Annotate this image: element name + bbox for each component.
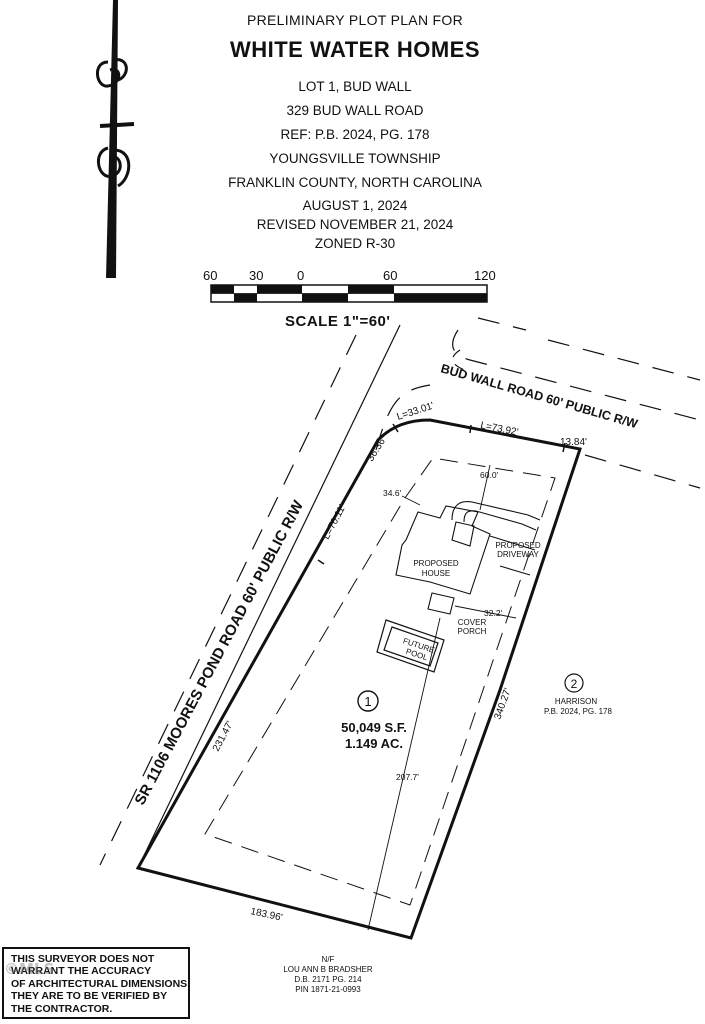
title-revised: REVISED NOVEMBER 21, 2024 (256, 217, 454, 233)
notice-line-2: WARRANT THE ACCURACY (11, 965, 152, 978)
porch-label-line2: PORCH (458, 627, 487, 636)
building-setback-line (204, 457, 556, 906)
title-lot: LOT 1, BUD WALL (298, 79, 412, 94)
title-date: AUGUST 1, 2024 (302, 198, 408, 214)
house-label-line2: HOUSE (422, 569, 450, 578)
lot-1-area-sf: 50,049 S.F. (341, 720, 407, 735)
title-zoned: ZONED R-30 (314, 236, 396, 252)
dim-setback-front: 60.0' (480, 470, 499, 480)
scale-label: SCALE 1"=60' (285, 313, 391, 330)
dim-left-arc: L=70.11' (321, 503, 348, 541)
driveway-label-line2: DRIVEWAY (497, 550, 539, 559)
adjoiner-owner: LOU ANN B BRADSHER (283, 965, 373, 974)
notice-line-5: THE CONTRACTOR. (11, 1002, 113, 1015)
lot-1-area-ac: 1.149 AC. (345, 736, 403, 751)
dim-setback-right: 32.2' (484, 608, 503, 618)
scale-tick-120: 120 (474, 268, 496, 283)
surveyor-notice: THIS SURVEYOR DOES NOT WARRANT THE ACCUR… (2, 947, 190, 1019)
notice-line-4: THEY ARE TO BE VERIFIED BY (11, 990, 168, 1003)
proposed-driveway (451, 501, 541, 576)
title-main: WHITE WATER HOMES (229, 36, 481, 62)
dim-front-right: 13.84' (560, 437, 587, 448)
title-preliminary: PRELIMINARY PLOT PLAN FOR (246, 12, 463, 28)
lot-1-boundary (135, 418, 582, 940)
dim-left-side: 231.47' (211, 719, 236, 753)
scale-tick-60-left: 60 (203, 268, 217, 283)
notice-line-3: OF ARCHITECTURAL DIMENSIONS. (11, 977, 191, 990)
bud-wall-road-lines (375, 317, 701, 489)
driveway-label-line1: PROPOSED (495, 541, 541, 550)
scale-tick-30: 30 (249, 268, 263, 283)
title-address: 329 BUD WALL ROAD (286, 102, 424, 118)
lot-2-owner: HARRISON (555, 697, 597, 706)
dim-arc-2: L=73.92' (479, 420, 519, 438)
lot-2-ref: P.B. 2024, PG. 178 (544, 707, 612, 716)
title-ref: REF: P.B. 2024, PG. 178 (280, 126, 430, 142)
title-township: YOUNGSVILLE TOWNSHIP (269, 150, 441, 166)
scale-bar (210, 284, 488, 303)
lot-2-circle (564, 673, 584, 693)
scale-tick-0: 0 (297, 268, 304, 283)
porch-label-line1: COVER (458, 618, 487, 627)
title-block: PRELIMINARY PLOT PLAN FOR WHITE WATER HO… (190, 12, 520, 260)
dim-corner-seg: 36.36' (365, 435, 389, 464)
lot-2-number: 2 (571, 677, 578, 691)
dim-setback-left: 34.6' (383, 488, 402, 498)
boundary-ticks (317, 423, 566, 565)
moores-pond-road-label: SR 1106 MOORES POND ROAD 60' PUBLIC R/W (132, 497, 308, 808)
dim-setback-rear: 207.7' (396, 772, 419, 782)
scale-tick-60: 60 (383, 268, 397, 283)
house-label-line1: PROPOSED (413, 559, 459, 568)
adjoiner-pin: PIN 1871-21-0993 (295, 985, 361, 994)
north-arrow-icon (96, 0, 135, 278)
title-county: FRANKLIN COUNTY, NORTH CAROLINA (228, 174, 482, 190)
moores-pond-road-lines (99, 324, 401, 869)
proposed-house (395, 505, 491, 615)
setback-dimensions (367, 464, 517, 931)
lot-1-circle (357, 690, 379, 712)
future-pool (376, 619, 445, 673)
lot-1-number: 1 (364, 694, 371, 709)
adjoiner-nf: N/F (322, 955, 335, 964)
dim-rear: 183.96' (249, 906, 283, 924)
notice-line-1: THIS SURVEYOR DOES NOT (11, 953, 155, 965)
adjoiner-deed: D.B. 2171 PG. 214 (294, 975, 362, 984)
